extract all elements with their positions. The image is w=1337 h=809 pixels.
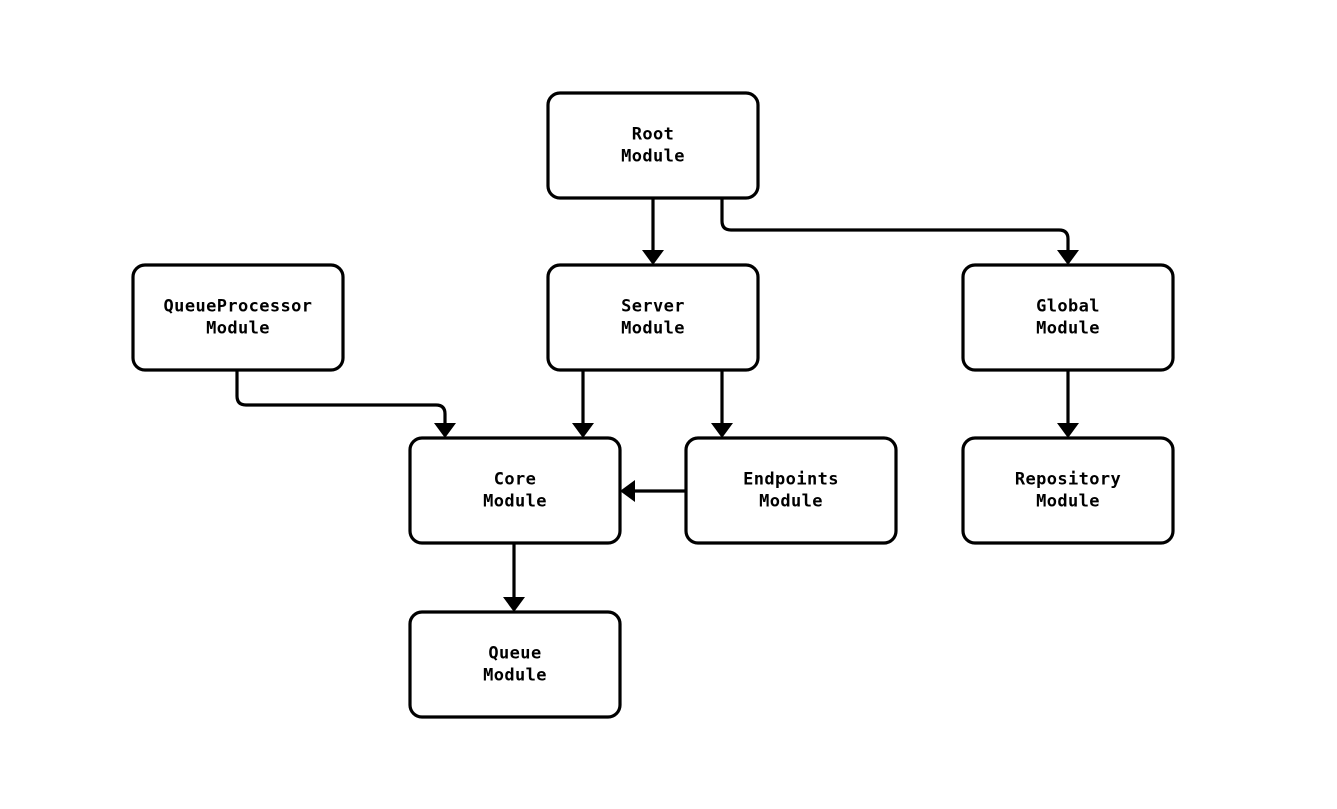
arrowhead-icon (1057, 423, 1079, 438)
node-label-secondary: Module (621, 319, 685, 339)
node-box[interactable] (684, 436, 898, 545)
node-box[interactable] (546, 91, 760, 200)
edge-global-to-repository (1057, 370, 1079, 438)
node-label-secondary: Module (483, 666, 547, 686)
node-label-primary: Root (632, 125, 675, 145)
node-box[interactable] (961, 436, 1175, 545)
node-label-secondary: Module (621, 147, 685, 167)
node-label-primary: Repository (1015, 470, 1121, 490)
edge-queueprocessor-to-core (235, 370, 456, 438)
node-box[interactable] (961, 263, 1175, 372)
edge-line (235, 370, 447, 423)
node-box[interactable] (408, 610, 622, 719)
arrowhead-icon (642, 250, 664, 265)
node-label-primary: Global (1036, 297, 1100, 317)
node-label-primary: QueueProcessor (164, 297, 313, 317)
node-label-secondary: Module (1036, 319, 1100, 339)
arrowhead-icon (620, 480, 635, 502)
node-box[interactable] (408, 436, 622, 545)
arrowhead-icon (503, 597, 525, 612)
node-label-primary: Queue (488, 644, 541, 664)
arrowhead-icon (434, 423, 456, 438)
edge-server-to-core (572, 370, 594, 438)
node-label-secondary: Module (206, 319, 270, 339)
edge-line (720, 198, 1070, 250)
arrowhead-icon (711, 423, 733, 438)
node-label-primary: Core (494, 470, 537, 490)
arrowhead-icon (572, 423, 594, 438)
node-box[interactable] (546, 263, 760, 372)
node-label-primary: Server (621, 297, 685, 317)
nodes-layer: RootModuleQueueProcessorModuleServerModu… (131, 91, 1175, 719)
edge-server-to-endpoints (711, 370, 733, 438)
edge-core-to-queue (503, 543, 525, 612)
edge-root-to-server (642, 198, 664, 265)
edge-root-to-global (720, 198, 1079, 265)
node-label-primary: Endpoints (743, 470, 839, 490)
node-label-secondary: Module (1036, 492, 1100, 512)
node-label-secondary: Module (483, 492, 547, 512)
arrowhead-icon (1057, 250, 1079, 265)
edges-layer (235, 198, 1079, 612)
node-label-secondary: Module (759, 492, 823, 512)
node-box[interactable] (131, 263, 345, 372)
edge-endpoints-to-core (620, 480, 686, 502)
